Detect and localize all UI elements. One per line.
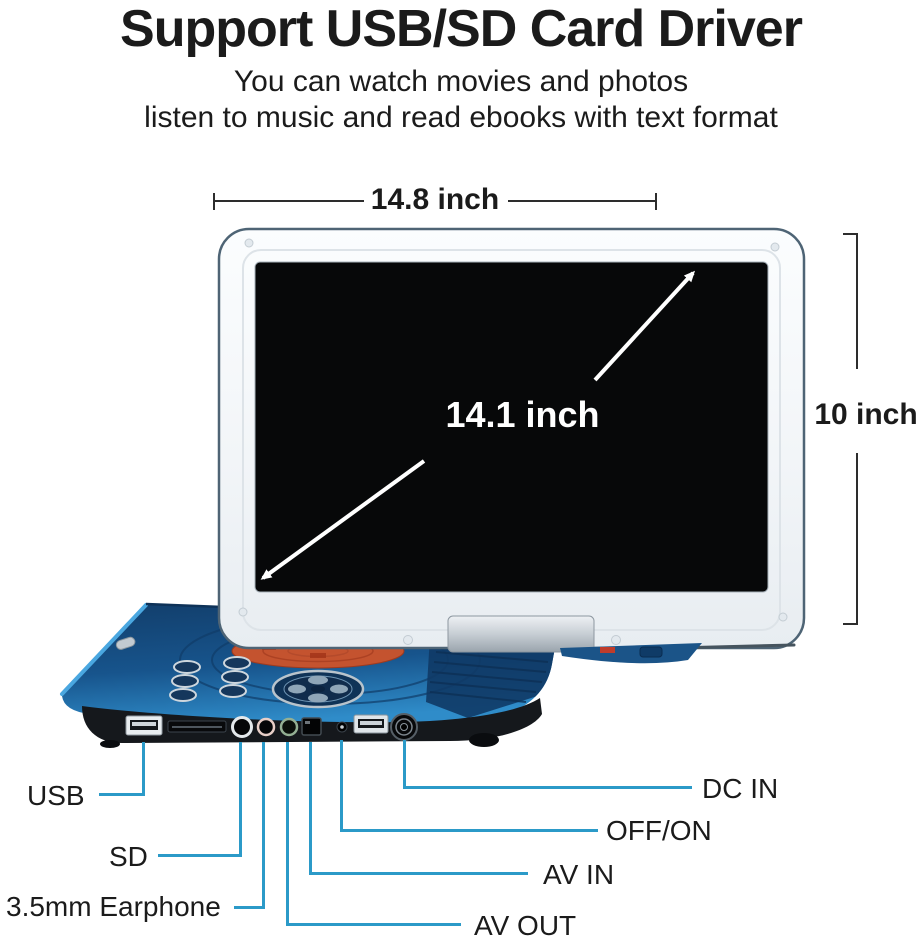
earphone-callout-vline (262, 742, 265, 909)
sd-callout-vline (239, 742, 242, 857)
width-measure-line-right (508, 200, 656, 202)
rubber-foot-left (100, 740, 120, 748)
height-measure-line-top (856, 233, 858, 369)
earphone-callout-hline (234, 906, 265, 909)
av-out-label: AV OUT (474, 910, 577, 941)
jack-red-ring (256, 717, 276, 737)
lid-latch-button (115, 636, 136, 650)
width-size-label: 14.8 inch (370, 183, 500, 216)
width-measure-tick-right (655, 193, 657, 210)
hinge (447, 615, 595, 653)
height-measure-tick-bottom (843, 623, 858, 625)
dc-in-callout-vline (403, 740, 406, 789)
height-measure-tick-top (843, 233, 858, 235)
directional-pad (271, 669, 365, 709)
av-in-callout-vline (309, 742, 312, 875)
width-measure-line-left (214, 200, 364, 202)
power-callout-hline (342, 829, 598, 832)
rubber-foot (469, 733, 499, 747)
power-label: OFF/ON (606, 815, 712, 846)
port-strip (82, 698, 542, 743)
height-size-label: 10 inch (814, 398, 918, 431)
subtitle-line-2: listen to music and read ebooks with tex… (144, 101, 778, 134)
screen (254, 261, 769, 593)
earphone-label: 3.5mm Earphone (6, 891, 221, 922)
usb-port-2 (353, 714, 389, 734)
dc-in-label: DC IN (702, 773, 779, 804)
diagonal-arrow (260, 270, 696, 580)
bezel-screws (238, 238, 788, 645)
usb-port (125, 715, 163, 736)
diagonal-size-label: 14.1 inch (445, 394, 600, 435)
power-callout-vline (340, 740, 343, 832)
av-out-callout-vline (286, 742, 289, 926)
base-rear-right (560, 643, 702, 664)
height-measure-line-bottom (856, 453, 858, 625)
power-switch-hole (336, 721, 348, 733)
page-title: Support USB/SD Card Driver (120, 0, 803, 58)
usb-callout-vline (142, 742, 145, 795)
sd-callout-hline (158, 854, 242, 857)
jack-white-ring (231, 716, 253, 738)
page-subtitle: You can watch movies and photos listen t… (0, 64, 922, 136)
dc-in-callout-hline (404, 786, 692, 789)
jack-green-ring (279, 717, 299, 737)
av-square-port (301, 717, 322, 736)
swivel-latch (639, 646, 663, 658)
control-buttons (169, 656, 251, 702)
label-sticker (600, 647, 615, 653)
dc-in-jack (390, 713, 418, 741)
usb-label: USB (27, 780, 85, 811)
av-in-label: AV IN (543, 859, 615, 890)
usb-callout-hline (99, 793, 145, 796)
av-out-callout-hline (287, 923, 461, 926)
monitor (217, 227, 806, 653)
subtitle-line-1: You can watch movies and photos (233, 65, 689, 98)
sd-card-slot (167, 720, 227, 733)
av-in-callout-hline (310, 872, 528, 875)
sd-label: SD (109, 841, 148, 872)
width-measure-tick-left (213, 193, 215, 210)
